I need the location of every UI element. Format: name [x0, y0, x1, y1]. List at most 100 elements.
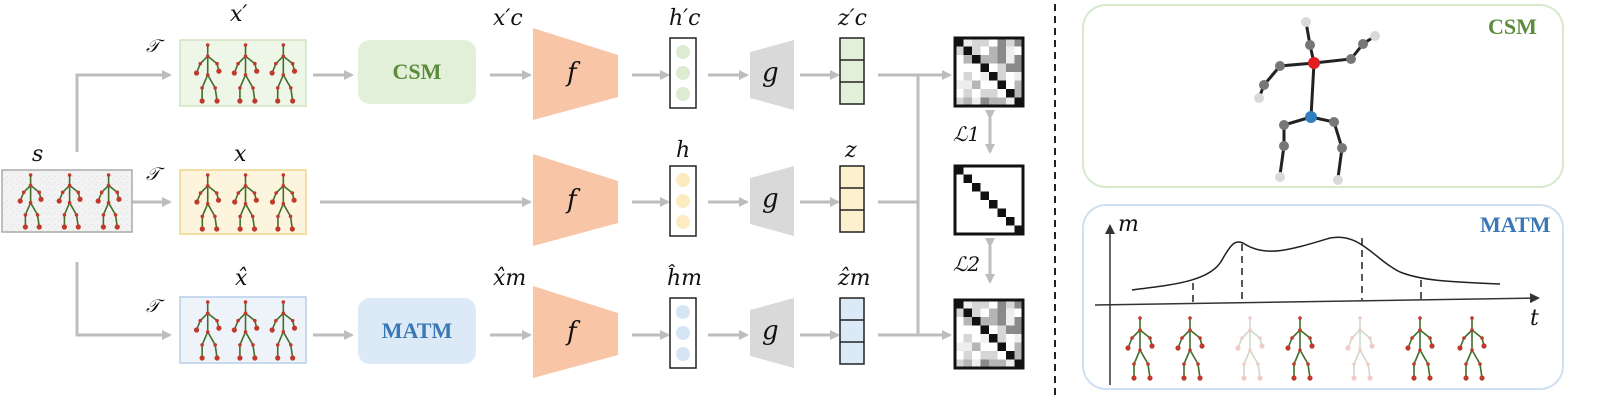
matrix-cell: [1014, 183, 1023, 192]
matrix-cell: [989, 166, 998, 175]
matrix-cell: [1006, 80, 1015, 89]
matrix-cell: [989, 334, 998, 343]
matrix-cell: [997, 308, 1006, 317]
similarity-matrix-identity: [953, 164, 1025, 236]
matrix-cell: [1006, 174, 1015, 183]
label-s: s: [32, 142, 44, 167]
mini-skeleton: [95, 173, 122, 230]
matrix-cell: [989, 208, 998, 217]
matrix-cell: [972, 325, 981, 334]
label-x: x: [234, 142, 247, 167]
matrix-cell: [955, 208, 964, 217]
csm-module: CSM: [358, 40, 476, 104]
matrix-cell: [997, 334, 1006, 343]
matrix-cell: [963, 325, 972, 334]
projector-g-top: [750, 40, 794, 110]
label-f-mid: f: [567, 185, 577, 215]
matrix-cell: [980, 317, 989, 326]
matrix-cell: [1014, 351, 1023, 360]
matrix-cell: [1006, 342, 1015, 351]
input-sequence-s: [1, 169, 133, 233]
matrix-cell: [997, 97, 1006, 106]
matrix-cell: [1006, 38, 1015, 47]
matrix-cell: [1014, 359, 1023, 368]
mini-skeleton: [231, 43, 260, 104]
matrix-cell: [989, 325, 998, 334]
matrix-cell: [963, 317, 972, 326]
csm-joints: [1254, 17, 1380, 185]
matrix-cell: [997, 38, 1006, 47]
branch-arrows: [75, 70, 995, 340]
sequence-x-prime: [179, 39, 307, 107]
matrix-cell: [1006, 208, 1015, 217]
matrix-cell: [963, 300, 972, 309]
matrix-cell: [980, 80, 989, 89]
feature-h-mid: [669, 165, 697, 237]
matrix-cell: [1014, 97, 1023, 106]
matrix-cell: [1006, 55, 1015, 64]
label-hc-prime: h′c: [669, 6, 701, 31]
matrix-cell: [963, 89, 972, 98]
matrix-cell: [955, 334, 964, 343]
matrix-cell: [963, 46, 972, 55]
matrix-cell: [997, 200, 1006, 209]
matrix-cell: [1006, 225, 1015, 234]
matrix-cell: [955, 217, 964, 226]
matrix-cell: [989, 200, 998, 209]
projector-g-mid: [750, 166, 794, 236]
matrix-cell: [963, 200, 972, 209]
matrix-cell: [980, 174, 989, 183]
matrix-cell: [972, 317, 981, 326]
matrix-cell: [989, 89, 998, 98]
matrix-cell: [1014, 166, 1023, 175]
matrix-cell: [955, 359, 964, 368]
matrix-cell: [1006, 183, 1015, 192]
matrix-cell: [972, 89, 981, 98]
matrix-cell: [1006, 46, 1015, 55]
matrix-cell: [989, 38, 998, 47]
matrix-cell: [1006, 97, 1015, 106]
matrix-cell: [989, 174, 998, 183]
encoder-f-mid: [533, 154, 618, 246]
mini-skeletons: [17, 43, 1487, 381]
matrix-cell: [963, 72, 972, 81]
matrix-cell: [1006, 89, 1015, 98]
mini-skeleton: [269, 43, 298, 104]
matrix-cell: [1006, 191, 1015, 200]
matrix-cell: [955, 183, 964, 192]
projector-g-bot: [750, 298, 794, 368]
matrix-cell: [972, 97, 981, 106]
matrix-cell: [963, 308, 972, 317]
matrix-cell: [1014, 308, 1023, 317]
matrix-cell: [955, 166, 964, 175]
matrix-cell: [963, 342, 972, 351]
matrix-cell: [972, 46, 981, 55]
matrix-cell: [955, 72, 964, 81]
matrix-cell: [997, 174, 1006, 183]
label-f-top: f: [567, 58, 577, 88]
matrix-cell: [955, 317, 964, 326]
matrix-cell: [997, 342, 1006, 351]
matrix-cell: [972, 351, 981, 360]
matrix-cell: [997, 63, 1006, 72]
matrix-cell: [980, 342, 989, 351]
csm-panel-title: CSM: [1488, 14, 1537, 39]
matrix-cell: [955, 38, 964, 47]
matrix-cell: [980, 191, 989, 200]
matrix-cell: [980, 325, 989, 334]
matrix-cell: [963, 208, 972, 217]
matrix-cell: [1014, 325, 1023, 334]
matrix-cell: [1006, 351, 1015, 360]
label-g-bot: g: [762, 316, 779, 346]
matrix-cell: [972, 72, 981, 81]
matrix-cell: [955, 200, 964, 209]
matrix-cell: [963, 38, 972, 47]
matrix-cell: [972, 38, 981, 47]
encoder-f-bot: [533, 286, 618, 378]
matrix-cell: [980, 208, 989, 217]
mini-skeleton: [193, 300, 222, 361]
matrix-cell: [972, 191, 981, 200]
matrix-cell: [989, 46, 998, 55]
matrix-cell: [1014, 342, 1023, 351]
matrix-cell: [997, 217, 1006, 226]
